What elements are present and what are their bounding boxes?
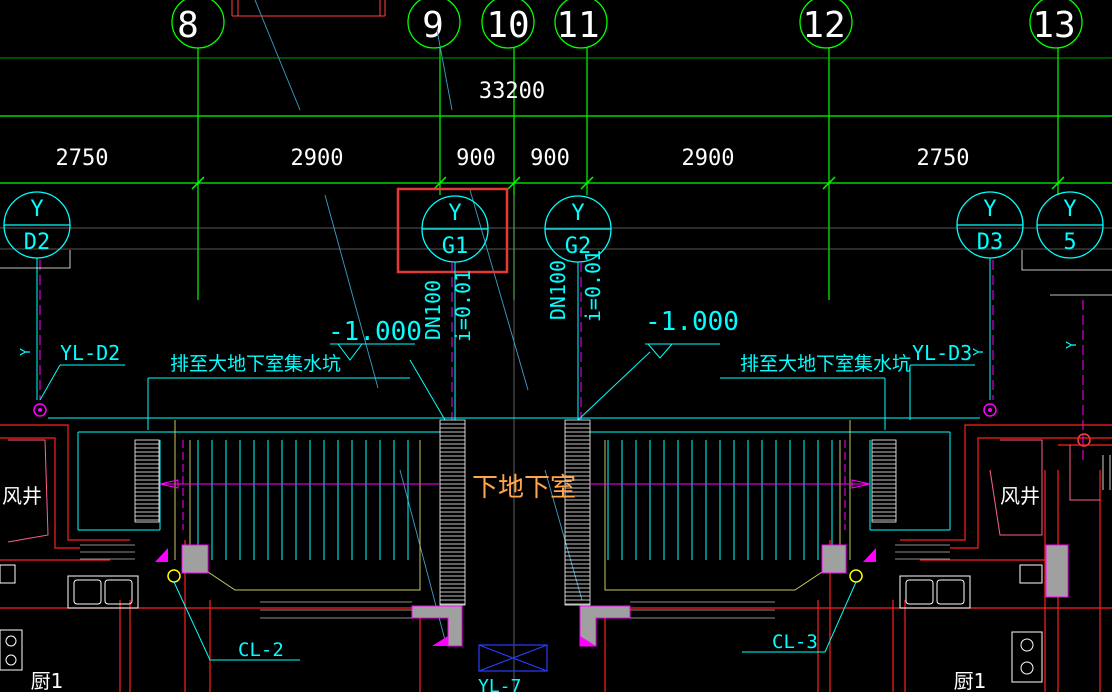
stair-block (564, 419, 591, 606)
reference-lines (0, 195, 1112, 692)
pipe-tag-D2-bottom: D2 (24, 230, 51, 255)
dimension-2900-right: 2900 (682, 146, 735, 171)
riser-label-CL-2: CL-2 (238, 639, 284, 661)
dimension-900-left: 900 (456, 146, 496, 171)
riser-label-YL-D3: YL-D3 (912, 341, 972, 365)
dashed-line-mark-right: Y (972, 348, 987, 356)
riser-label-YL-7: YL-7 (478, 676, 521, 692)
pipe-tag-D3-top: Y (983, 197, 996, 222)
dimension-2750-left: 2750 (56, 146, 109, 171)
axis-bubble-8 (171, 0, 225, 49)
axis-bubble-10 (481, 0, 535, 49)
pipe-tag-G2-top: Y (571, 201, 584, 226)
axis-number-12: 12 (802, 5, 845, 46)
pipe-spec-slope-right: i=0.01 (581, 250, 605, 322)
dashed-line-mark-far-right: Y (1065, 341, 1080, 349)
axis-number-9: 9 (422, 5, 444, 46)
pipe-spec-size-left: DN100 (421, 280, 445, 340)
axis-bubbles (171, 0, 1083, 49)
ramp-label: 下地下室 (472, 473, 576, 503)
dimension-2750-right: 2750 (917, 146, 970, 171)
columns (181, 544, 1069, 647)
axis-number-13: 13 (1032, 5, 1075, 46)
riser-label-CL-3: CL-3 (772, 631, 818, 653)
pipe-spec-size-right: DN100 (546, 260, 570, 320)
kitchen-label-right: 厨1 (954, 669, 987, 692)
dimension-2900-left: 2900 (291, 146, 344, 171)
yl-7-symbol (478, 644, 548, 672)
pipe-tag-5-bottom: 5 (1063, 230, 1076, 255)
pipe-tag-D3-bottom: D3 (977, 230, 1004, 255)
axis-number-8: 8 (177, 5, 199, 46)
drain-note-leaders (39, 364, 975, 430)
elevation-left: -1.000 (328, 317, 422, 347)
drain-note-left: 排至大地下室集水坑 (170, 353, 341, 375)
axis-bubble-9 (407, 0, 461, 49)
axis-bubble-11 (554, 0, 608, 49)
pipe-runs (36, 258, 991, 420)
pipe-tag-5-top: Y (1063, 197, 1076, 222)
drain-note-right: 排至大地下室集水坑 (740, 353, 911, 375)
pipe-tag-G2-bottom: G2 (565, 234, 592, 259)
dashed-line-mark-left: Y (19, 348, 34, 356)
ramp-area (48, 417, 980, 606)
walls (0, 424, 1112, 692)
pipe-tag-G1-bottom: G1 (442, 234, 469, 259)
stair-block (134, 439, 160, 523)
dimension-900-right: 900 (530, 146, 570, 171)
riser-label-YL-D2: YL-D2 (60, 341, 120, 365)
pipe-dashed-runs (39, 260, 1084, 460)
axis-grid (0, 48, 1112, 300)
kitchen-fixtures (0, 564, 1043, 683)
pipe-tags (3, 191, 1104, 263)
elevation-right: -1.000 (645, 307, 739, 337)
stair-block (871, 439, 897, 523)
stair-block (439, 419, 466, 606)
pipe-spec-slope-left: i=0.01 (451, 270, 475, 342)
pipe-tag-D2-top: Y (30, 197, 43, 222)
axis-number-11: 11 (556, 5, 599, 46)
shaft-label-left: 风井 (2, 484, 42, 508)
axis-number-10: 10 (486, 5, 529, 46)
elevation-markers (330, 343, 720, 421)
pipe-tag-G1-top: Y (448, 201, 461, 226)
pipe-tag-5[interactable] (1036, 191, 1104, 259)
overall-dimension: 33200 (479, 79, 545, 104)
axis-bubble-12 (799, 0, 853, 49)
shaft-label-right: 风井 (1000, 484, 1040, 508)
top-window-fragment (231, 0, 386, 17)
axis-bubble-13 (1029, 0, 1083, 49)
kitchen-label-left: 厨1 (31, 669, 64, 692)
